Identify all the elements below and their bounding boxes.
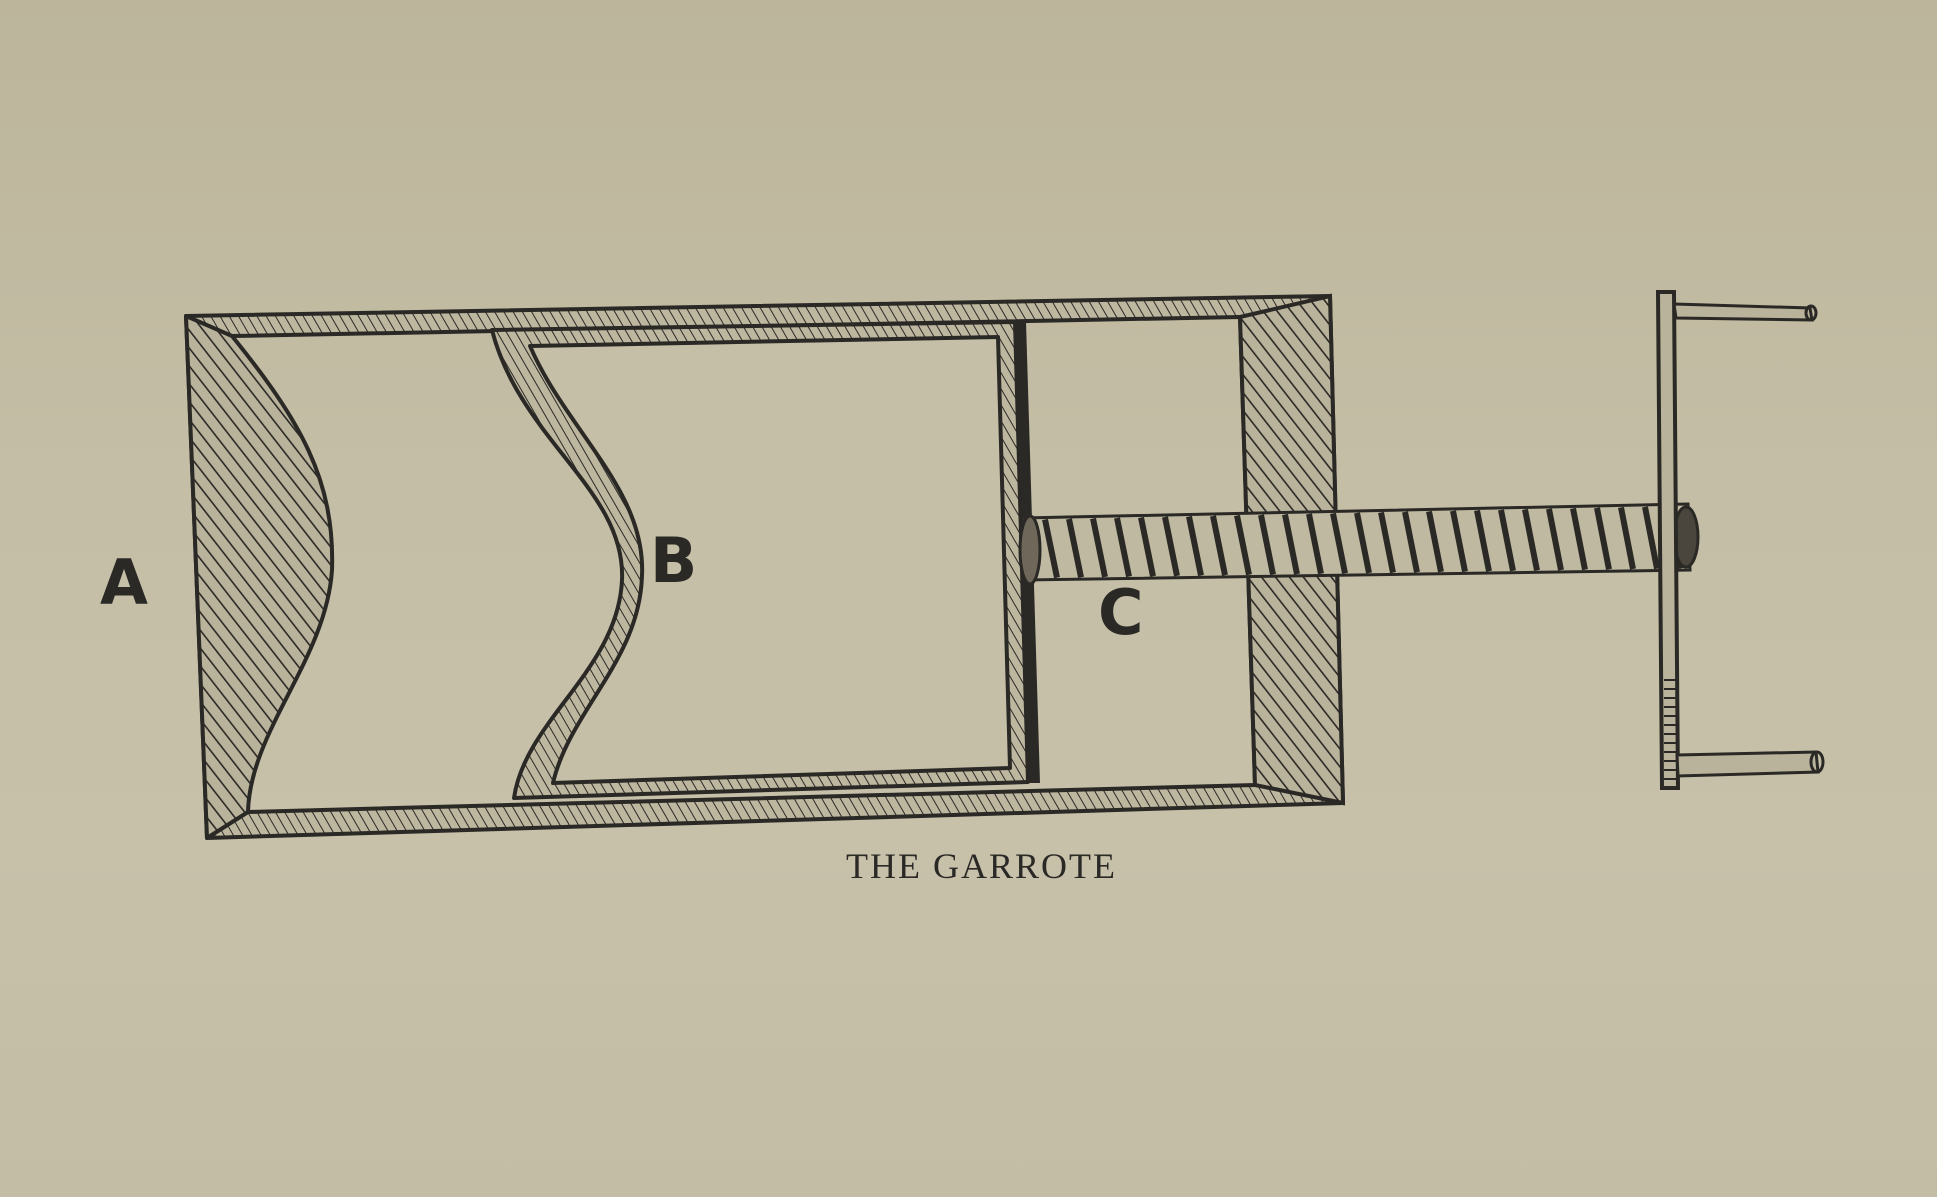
screw-thread: [1066, 518, 1084, 578]
screw-thread: [1186, 515, 1204, 577]
sliding-block-b-face: [528, 335, 1012, 785]
screw-thread: [1330, 512, 1348, 574]
screw-thread: [1306, 513, 1324, 575]
screw-thread: [1282, 513, 1300, 575]
screw-thread: [1498, 509, 1516, 572]
screw-thread: [1162, 516, 1180, 577]
jaw-a: [184, 314, 335, 840]
screw-shaft: [1018, 502, 1700, 586]
screw-thread: [1042, 518, 1060, 579]
screw-thread: [1378, 511, 1396, 574]
screw-thread: [1642, 506, 1660, 570]
handle: [1655, 290, 1825, 790]
screw-thread: [1234, 514, 1252, 576]
screw-thread: [1594, 507, 1612, 570]
screw-thread: [1546, 508, 1564, 571]
screw-thread: [1114, 517, 1132, 578]
screw-thread: [1138, 516, 1156, 577]
screw-thread: [1474, 509, 1492, 572]
screw-thread: [1570, 507, 1588, 571]
label-c: C: [1098, 576, 1144, 649]
screw-thread: [1618, 506, 1636, 570]
screw-thread: [1090, 517, 1108, 578]
screw-thread: [1450, 510, 1468, 573]
label-a: A: [100, 546, 148, 619]
label-b: B: [650, 524, 698, 597]
screw-thread: [1522, 508, 1540, 572]
screw-thread: [1426, 510, 1444, 573]
screw-thread: [1402, 511, 1420, 573]
caption: THE GARROTE: [846, 846, 1117, 886]
screw-thread: [1258, 514, 1276, 576]
screw-thread: [1354, 512, 1372, 574]
screw-thread: [1210, 515, 1228, 576]
